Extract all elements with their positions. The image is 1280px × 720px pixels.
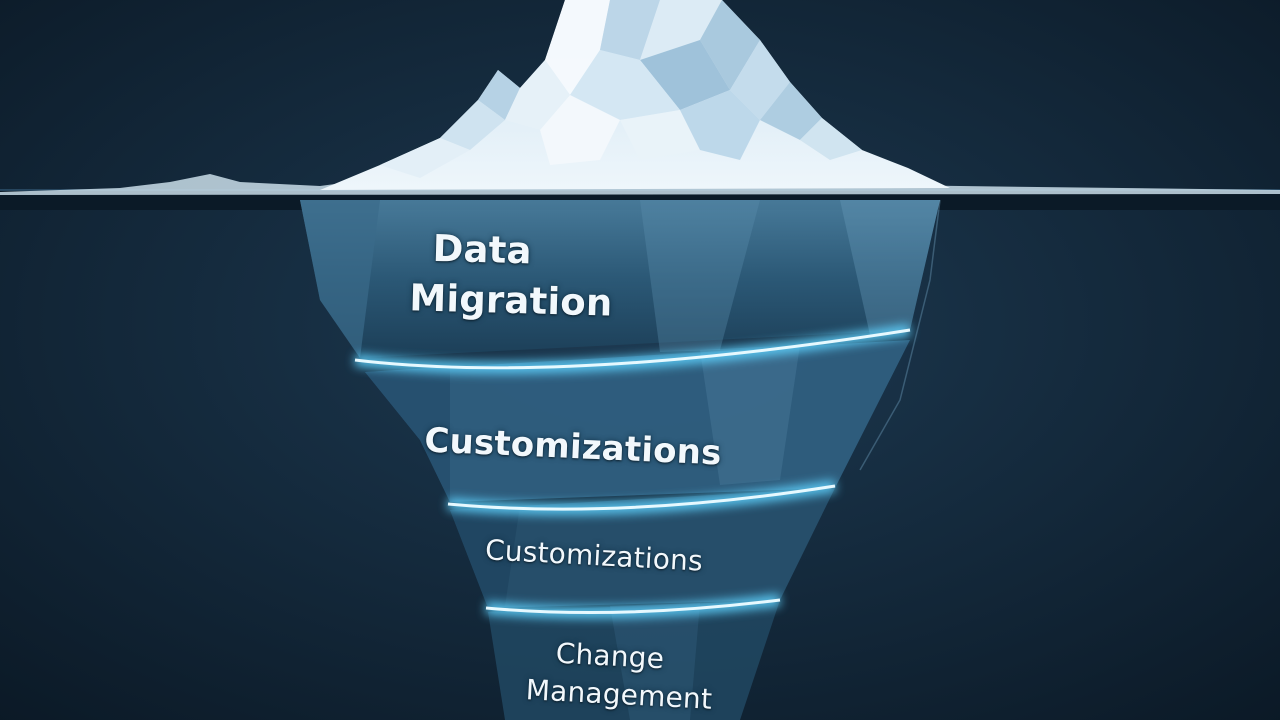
- layer-1-line-2: Migration: [408, 276, 614, 325]
- layer-1-line-1: Data: [432, 226, 533, 273]
- layer-separators: [354, 324, 911, 619]
- layer-label-change-management: Change Management: [508, 632, 732, 719]
- layer-label-data-migration: Data Migration: [399, 223, 632, 329]
- iceberg-underwater: [300, 199, 941, 720]
- iceberg-peak: [320, 0, 950, 190]
